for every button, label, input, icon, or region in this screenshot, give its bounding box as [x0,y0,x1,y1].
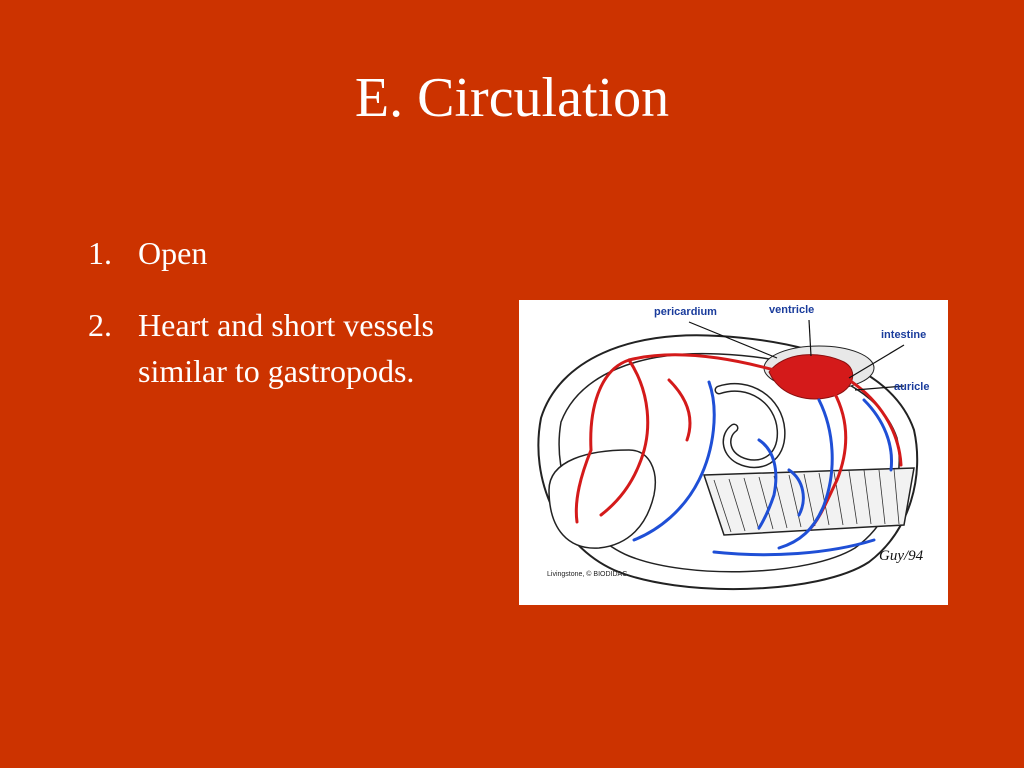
shell-outline [537,334,919,591]
label-auricle: auricle [894,381,929,393]
artist-signature: Guy/94 [879,548,924,564]
bullet-number: 2. [88,307,112,343]
label-leader-lines [688,319,905,391]
label-intestine: intestine [881,329,926,341]
ventricle [768,354,854,400]
bullet-list: 1. Open 2. Heart and short vessels simil… [88,230,488,420]
bullet-item: 2. Heart and short vessels similar to ga… [88,302,488,394]
bivalve-circulation-illustration: pericardium ventricle intestine auricle … [537,304,929,591]
bullet-text: Open [138,235,208,271]
circulation-diagram: pericardium ventricle intestine auricle … [519,300,948,605]
veins [632,380,894,557]
bullet-text: Heart and short vessels similar to gastr… [138,307,434,389]
bullet-number: 1. [88,235,112,271]
adductor-muscle [702,467,915,536]
slide-title: E. Circulation [354,67,670,129]
image-credit: Livingstone, © BIODIDAC. [547,570,629,578]
bullet-item: 1. Open [88,230,488,276]
label-pericardium: pericardium [654,306,717,318]
foot-outline [548,449,656,549]
label-ventricle: ventricle [769,304,814,316]
